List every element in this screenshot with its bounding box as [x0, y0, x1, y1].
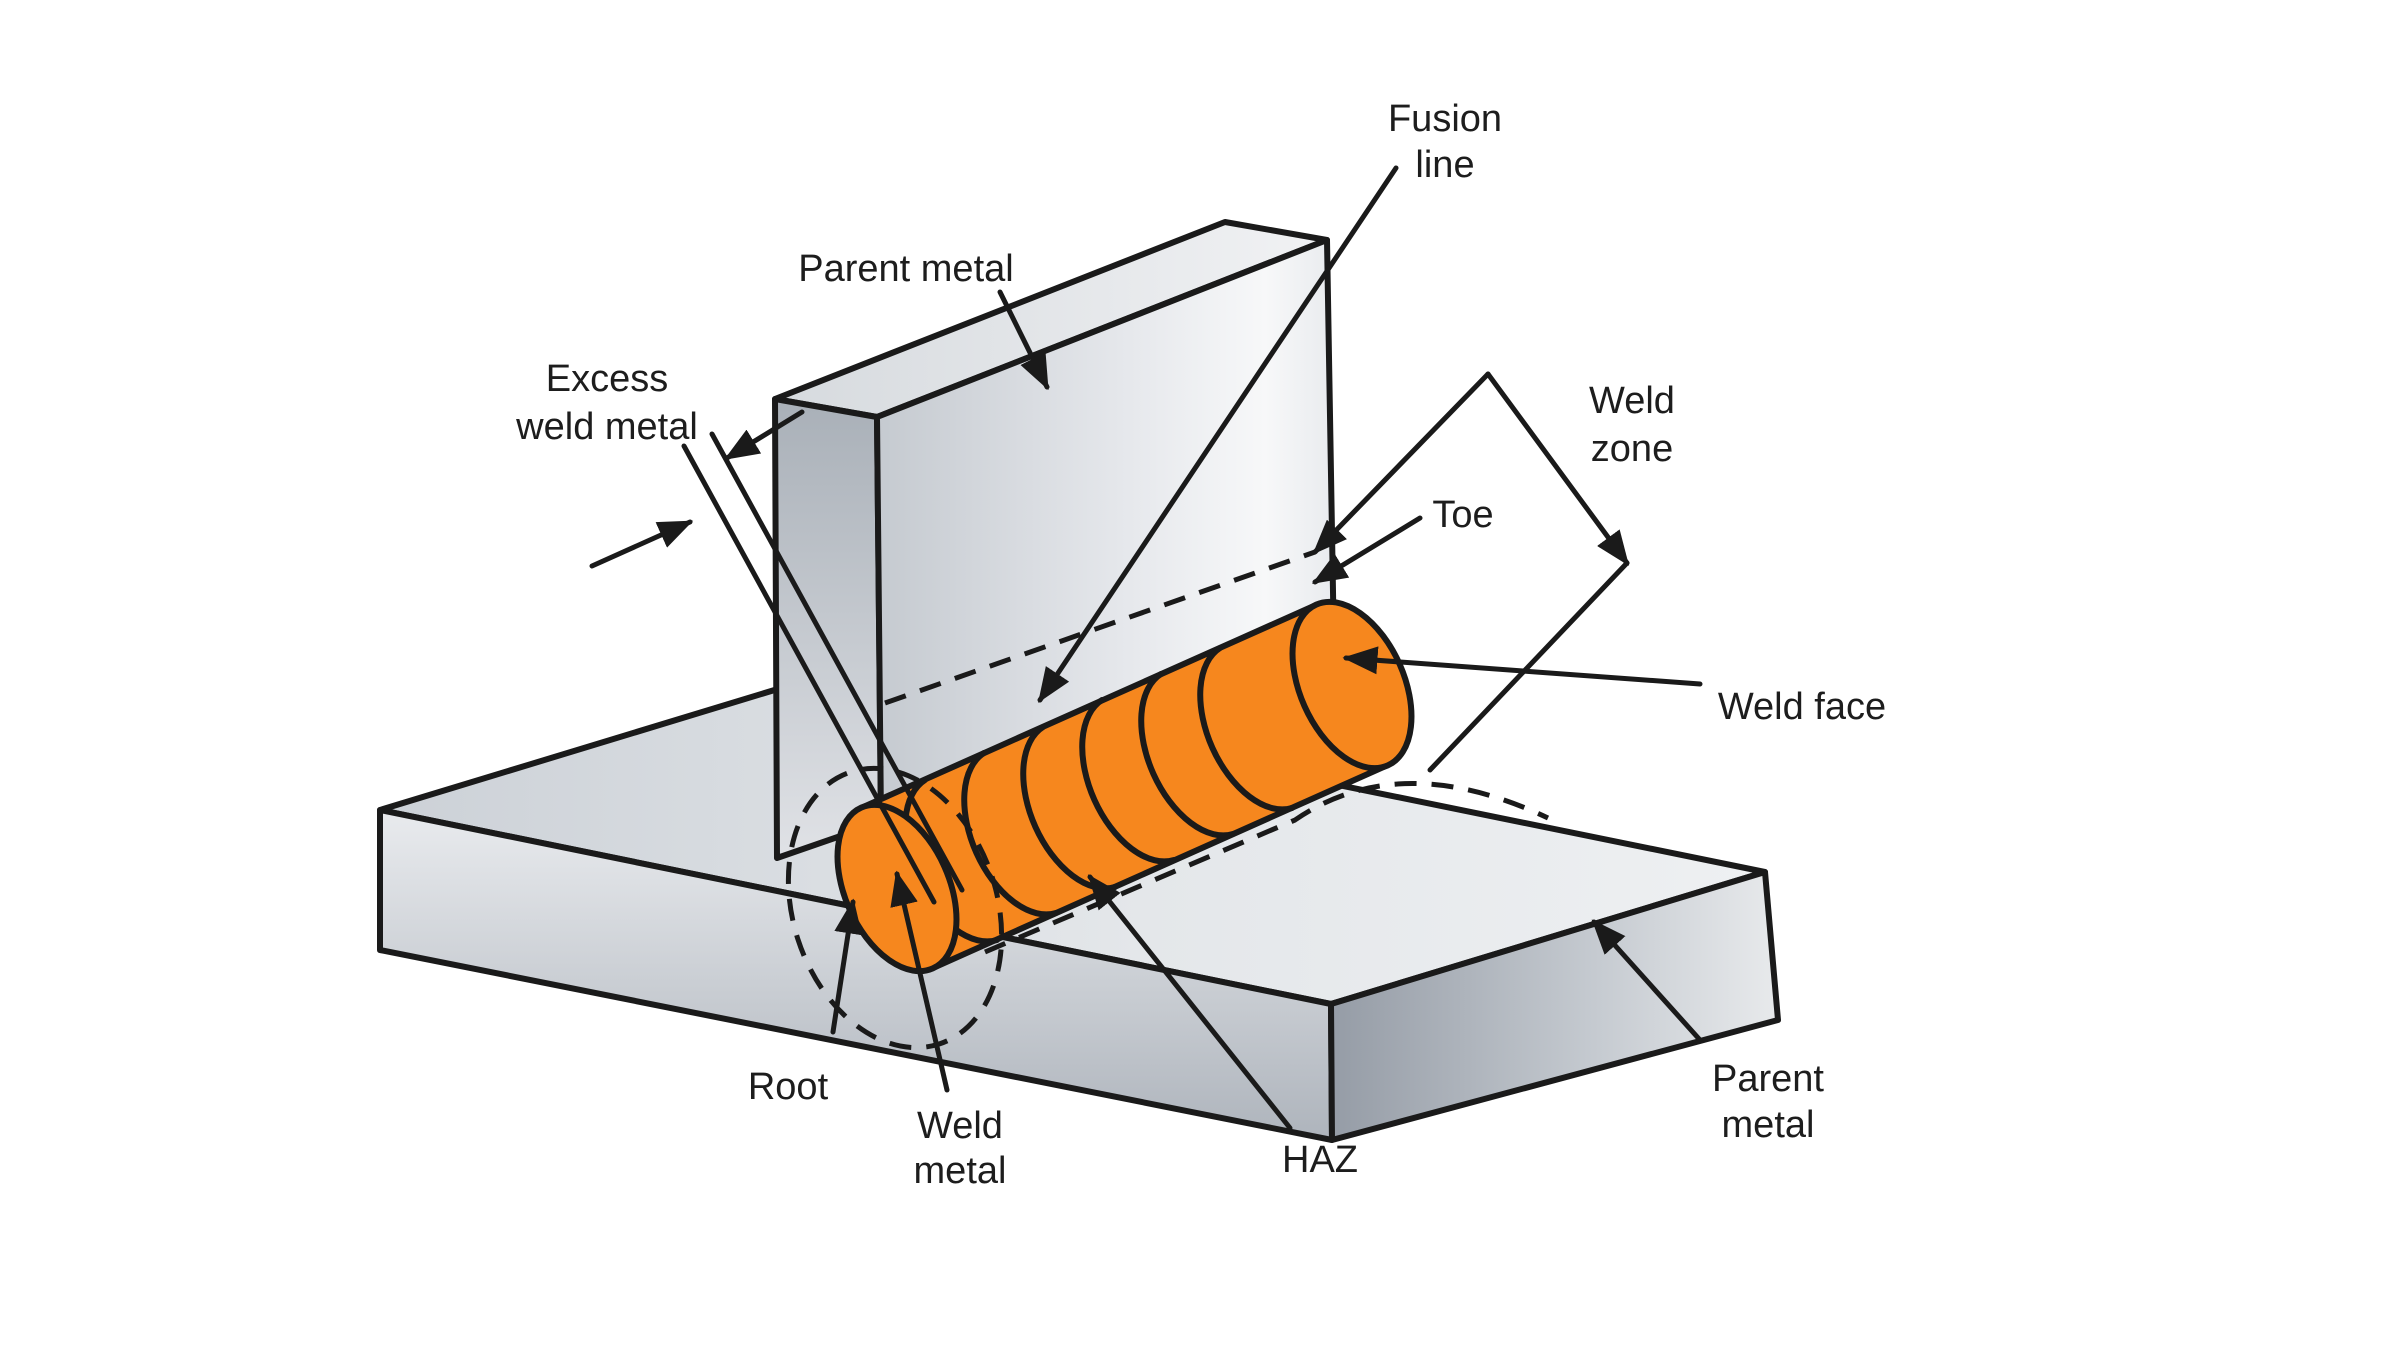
weld-zone-arrow-left	[1312, 371, 1491, 555]
weld-ripple-2	[961, 750, 1059, 918]
label-excess-weld-metal-1: Excess	[546, 358, 668, 400]
label-parent-metal-bottom-1: Parent	[1712, 1058, 1824, 1100]
excess-weld-metal-arrow-lower	[589, 519, 694, 569]
weld-ripple-5	[1138, 671, 1236, 839]
toe-arrow	[1312, 515, 1423, 585]
parent-metal-bottom-arrow	[1591, 919, 1703, 1043]
haz-boundaries	[785, 549, 1550, 1051]
parent-metal-top-arrow	[997, 289, 1050, 391]
weld-ripple-6	[1197, 645, 1295, 813]
label-weld-zone-2: zone	[1591, 428, 1673, 470]
excess-weld-metal-arrow-upper	[724, 409, 805, 461]
label-fusion-line-1: Fusion	[1388, 98, 1502, 140]
labels: Fusion line Parent metal Excess weld met…	[515, 98, 1886, 1192]
haz-dashed-line-base-plate	[984, 781, 1550, 955]
label-parent-metal-bottom-2: metal	[1722, 1104, 1815, 1146]
excess-weld-metal-extension-line-2	[709, 431, 965, 893]
label-toe: Toe	[1432, 494, 1493, 536]
weld-zone-arrow-right	[1485, 371, 1630, 566]
haz-dashed-line-vertical-plate	[884, 549, 1316, 706]
label-root: Root	[748, 1066, 829, 1108]
excess-weld-metal-extension-line-1	[681, 443, 937, 905]
annotations	[589, 165, 1703, 1131]
weld-ripple-4	[1079, 697, 1177, 865]
label-weld-metal-2: metal	[914, 1150, 1007, 1192]
weld-zone-extension-line	[1427, 560, 1630, 773]
label-weld-face: Weld face	[1718, 686, 1886, 728]
weld-metal-arrow	[890, 870, 950, 1093]
vertical-plate-left-face	[772, 396, 884, 861]
label-parent-metal-top: Parent metal	[798, 248, 1013, 290]
label-weld-zone-1: Weld	[1589, 380, 1675, 422]
weld-face-arrow	[1342, 646, 1703, 687]
base-plate-front-right-face	[1328, 869, 1781, 1143]
label-haz: HAZ	[1282, 1139, 1358, 1181]
label-excess-weld-metal-2: weld metal	[515, 406, 698, 448]
fusion-line-arrow	[1037, 165, 1399, 703]
haz-dashed-circle-left-end	[785, 765, 1005, 1051]
label-weld-metal-1: Weld	[917, 1105, 1003, 1147]
label-fusion-line-2: line	[1415, 144, 1474, 186]
root-arrow	[830, 898, 863, 1035]
haz-arrow	[1087, 874, 1293, 1131]
